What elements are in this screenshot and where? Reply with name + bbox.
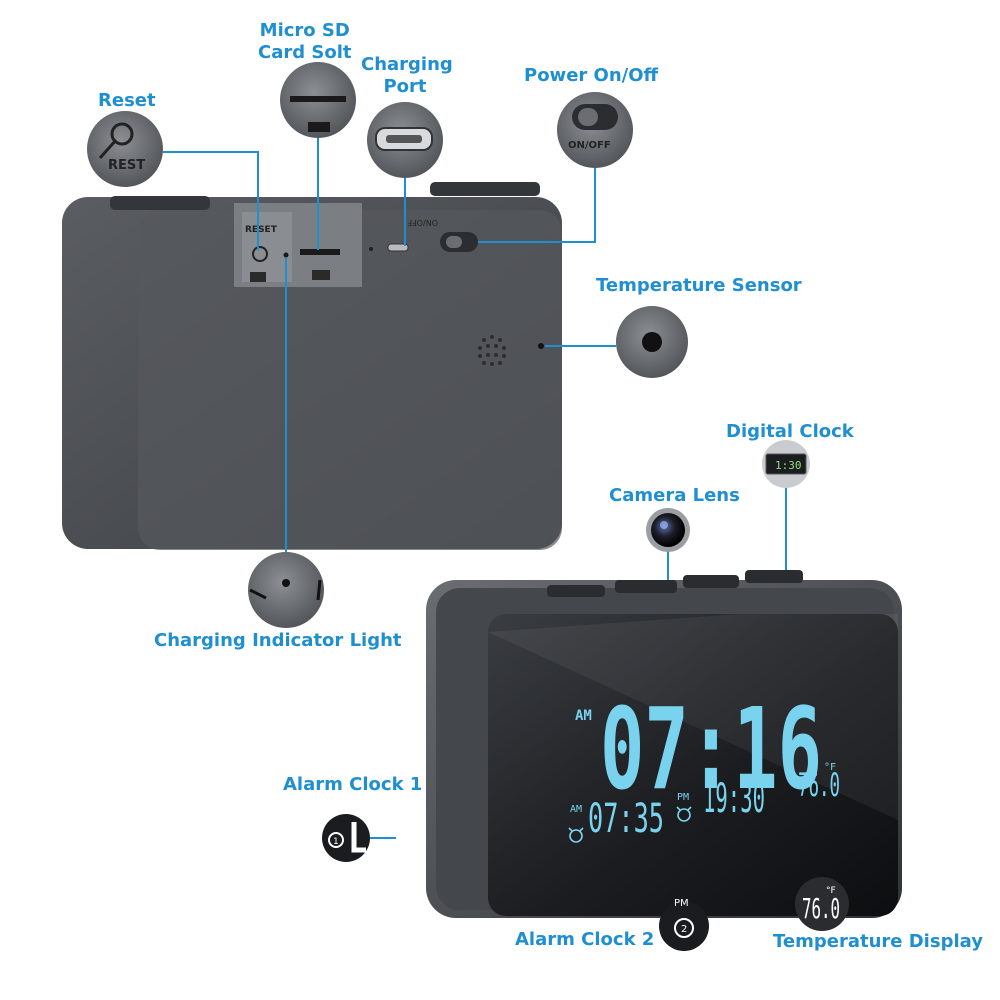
reset-zoom-text: REST	[108, 158, 145, 173]
front-device: AM 07:16 AM 07:35 PM 19:30 76.0 °F	[426, 570, 902, 918]
display-screen	[488, 614, 898, 916]
am-indicator: AM	[575, 708, 592, 724]
screen-reflection	[488, 614, 898, 820]
callout-charging-indicator	[248, 552, 324, 628]
alarm1-am-indicator: AM	[570, 804, 582, 815]
alarm1-label: Alarm Clock 1	[283, 774, 423, 795]
alarm2-zoom-pm: PM	[674, 898, 689, 909]
callout-power: ON/OFF	[557, 92, 633, 168]
temperature-zoom-unit: °F	[826, 886, 836, 896]
alarm1-zoom-number: 1	[333, 837, 339, 847]
onoff-text-back: ON/OFF	[407, 218, 438, 227]
top-button-onoff[interactable]	[745, 570, 803, 583]
power-label: Power On/Off	[524, 65, 659, 86]
alarm1-bell-icon	[568, 827, 584, 843]
sd-slot[interactable]	[300, 249, 340, 255]
alarm2-zoom-circle	[659, 901, 709, 951]
reset-notch	[250, 272, 266, 282]
alarm2-label: Alarm Clock 2	[515, 929, 655, 950]
temperature-unit: °F	[824, 762, 836, 773]
micro-sd-label: Micro SD Card Solt	[258, 20, 352, 64]
onoff-zoom-text: ON/OFF	[568, 140, 611, 151]
temperature-display-zoom-circle	[795, 877, 849, 931]
callout-micro-sd	[280, 62, 356, 138]
port-dot	[369, 247, 373, 251]
power-switch-knob	[446, 236, 462, 248]
alarm2-bell-icon	[676, 806, 692, 822]
alarm2-zoom-number: 2	[681, 924, 687, 935]
temperature-sensor-label: Temperature Sensor	[596, 275, 802, 296]
reset-label: Reset	[98, 90, 156, 111]
usb-c-port[interactable]	[387, 243, 409, 252]
camera-lens-label: Camera Lens	[609, 485, 740, 506]
charging-port-label: Charging Port	[361, 54, 453, 98]
alarm1-time: 07:35	[588, 796, 664, 842]
alarm2-pm-indicator: PM	[677, 792, 689, 803]
back-grip-right	[430, 182, 540, 196]
callout-reset: REST	[87, 111, 163, 187]
reset-zoom-circle	[87, 111, 163, 187]
top-button-minus[interactable]	[683, 575, 739, 588]
back-grip-left	[110, 196, 210, 210]
sd-notch	[312, 270, 330, 280]
charging-indicator-led	[283, 252, 289, 258]
camera-lens-icon	[651, 513, 685, 547]
mini-clock-icon	[765, 453, 807, 475]
speaker-grille	[478, 335, 506, 366]
micro-sd-label-line1: Micro SD	[259, 20, 350, 41]
reset-area	[242, 212, 292, 282]
alarm2-time: 19:30	[703, 776, 765, 822]
reset-text-mirrored: RESET	[245, 225, 278, 235]
back-device-face	[138, 210, 562, 550]
temperature-sensor-hole	[538, 343, 544, 349]
temperature-display-label: Temperature Display	[773, 931, 983, 952]
digital-clock-label: Digital Clock	[726, 421, 854, 442]
top-button-mode[interactable]	[547, 585, 605, 597]
callout-digital-clock: 1:30	[762, 440, 810, 488]
charging-indicator-label: Charging Indicator Light	[154, 630, 402, 651]
callout-camera-lens	[646, 508, 690, 552]
main-time: 07:16	[600, 685, 822, 815]
back-device: RESET ON/OFF	[62, 182, 562, 550]
charging-indicator-zoom-circle	[248, 552, 324, 628]
charging-port-label-line1: Charging	[361, 54, 453, 75]
callout-alarm1: 1	[322, 814, 370, 862]
charging-port-label-line2: Port	[383, 76, 427, 97]
micro-sd-label-line2: Card Solt	[258, 42, 352, 63]
callout-temperature-display: 76.0 °F	[795, 877, 849, 931]
callout-alarm2: PM 2	[659, 898, 709, 951]
top-button-plus[interactable]	[615, 580, 677, 593]
temperature-reading: 76.0	[798, 766, 840, 804]
reset-hole[interactable]	[252, 246, 268, 262]
mini-clock-text: 1:30	[775, 459, 802, 472]
callout-charging-port	[367, 102, 443, 178]
callout-temperature-sensor	[616, 306, 688, 378]
temperature-zoom-reading: 76.0	[802, 892, 840, 925]
